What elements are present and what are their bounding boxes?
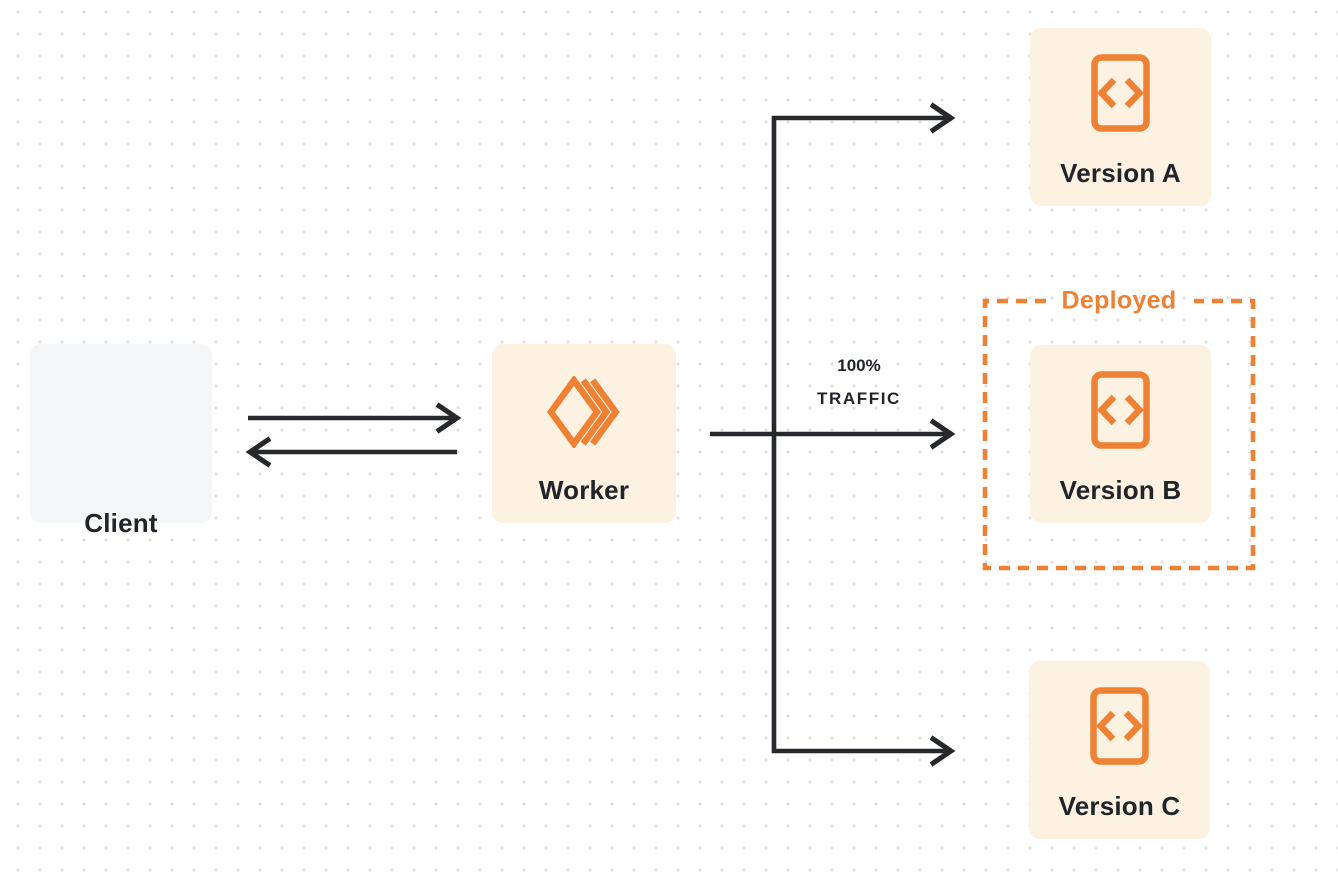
client-to-worker-arrow: [248, 402, 462, 434]
deployed-label: Deployed: [1061, 286, 1177, 315]
node-client: Client: [30, 344, 212, 538]
version-a-node-label: Version A: [1060, 158, 1181, 188]
worker-to-version-b-arrow: [710, 418, 956, 450]
traffic-label: 100% TRAFFIC: [776, 349, 942, 415]
node-version-b: Version B: [1030, 345, 1211, 523]
node-worker: Worker: [492, 344, 676, 523]
workers-logo-icon: [546, 374, 621, 453]
code-file-icon: [1091, 54, 1150, 137]
version-b-node-label: Version B: [1059, 475, 1182, 505]
client-node-label: Client: [84, 508, 158, 538]
worker-node-label: Worker: [538, 475, 630, 505]
deployed-dashed-border: [982, 298, 1256, 571]
node-version-a: Version A: [1030, 28, 1211, 206]
arrow-to-version-a: [929, 102, 956, 134]
code-file-icon: [1090, 687, 1149, 770]
node-version-c: Version C: [1029, 661, 1210, 839]
traffic-percent-text: 100%: [837, 356, 881, 375]
traffic-word-text: TRAFFIC: [817, 389, 901, 408]
code-file-icon: [1091, 371, 1150, 454]
arrow-to-version-c: [929, 735, 956, 767]
version-c-node-label: Version C: [1058, 791, 1181, 821]
worker-to-client-arrow: [245, 436, 457, 468]
